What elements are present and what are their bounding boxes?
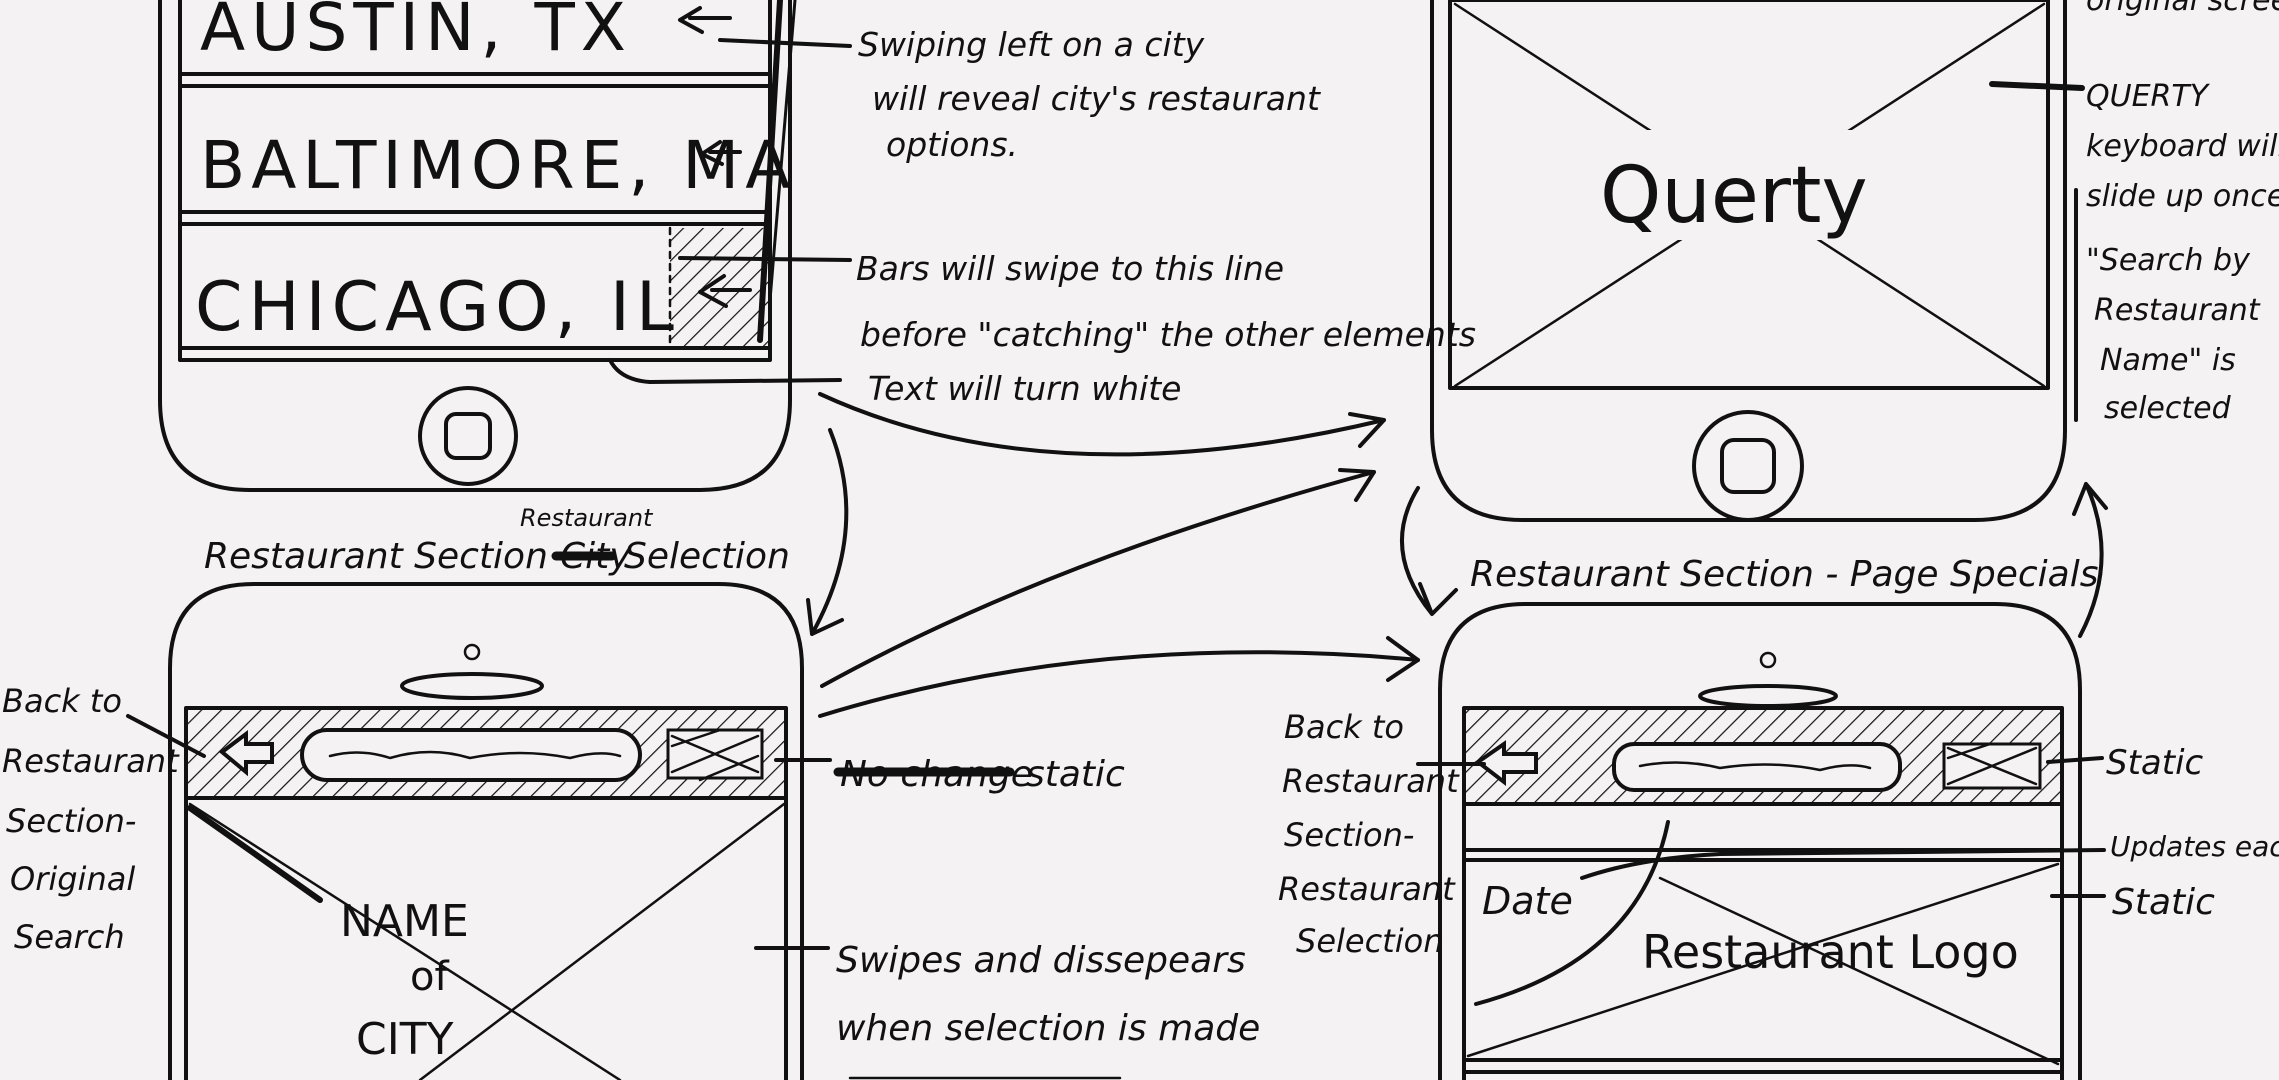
annotation-querty-2: keyboard will [2086,129,2279,164]
swipe-zone-hatch [670,228,768,346]
annotation-back-original-2: Restaurant [2,742,180,780]
annotation-back-selection-4: Restaurant [1278,870,1456,908]
annotation-back-selection-1: Back to [1284,708,1404,746]
title-inserted-word: Restaurant [520,504,654,532]
date-label: Date [1482,879,1573,923]
name-of-city-1: NAME [340,896,469,947]
annotation-search-by-4: selected [2104,391,2232,426]
annotation-swipe-reveal-3: options. [886,125,1018,164]
annotation-search-by-2: Restaurant [2094,293,2261,328]
annotation-querty-1: QUERTY [2086,79,2211,114]
annotation-back-original-1: Back to [2,682,122,720]
annotation-back-original-4: Original [10,860,135,898]
flow-arrow [2072,482,2108,638]
flow-arrow [818,636,1420,718]
home-button-icon [418,386,518,486]
back-arrow-icon[interactable] [1474,740,1538,787]
home-button-icon [1692,410,1804,522]
name-of-city-3: CITY [356,1014,454,1065]
swipe-left-arrow-icon [698,274,752,308]
settings-icon[interactable] [666,728,764,780]
title-page-specials: Restaurant Section - Page Specials [1470,554,2098,595]
annotation-bars-swipe-1: Bars will swipe to this line [856,249,1284,288]
annotation-back-selection-3: Section- [1284,816,1414,854]
annotation-static-2: Static [2106,743,2204,783]
phone-page-specials: Restaurant Section - Page Specials Date … [1438,554,2098,1080]
title-restaurant-selection-prefix: Restaurant Section - [204,536,572,577]
annotation-back-original-5: Search [14,918,125,956]
annotation-updates-each: Updates each d [2110,830,2279,863]
annotation-static-3: Static [2112,882,2215,923]
flow-arrow [1400,486,1458,616]
annotation-bars-swipe-2: before "catching" the other elements [860,315,1476,354]
phone-city-list: AUSTIN, TX BALTIMORE, MA CHICAGO, IL [158,0,797,492]
flow-arrow [806,428,849,636]
annotation-swipe-reveal-2: will reveal city's restaurant [872,79,1321,118]
annotation-original-screen: original screen [2086,0,2279,18]
city-row-baltimore[interactable]: BALTIMORE, MA [200,127,796,204]
name-of-city-2: of [410,954,449,1000]
annotation-search-by-1: "Search by [2086,243,2251,278]
annotation-swipes-2: when selection is made [836,1008,1260,1049]
annotation-static-1: static [1026,754,1125,795]
city-row-austin[interactable]: AUSTIN, TX [200,0,632,66]
restaurant-logo-label: Restaurant Logo [1642,925,2019,979]
search-bar[interactable] [1612,742,1902,792]
flow-arrow [820,468,1376,688]
swipe-left-arrow-icon [700,140,742,166]
annotation-swipes-1: Swipes and dissepears [836,940,1246,981]
phone-keyboard: Querty [1430,0,2067,522]
keyboard-placeholder: Querty [1600,151,1868,241]
city-row-chicago[interactable]: CHICAGO, IL [195,268,680,347]
annotation-text-white: Text will turn white [868,369,1181,408]
annotation-back-original-3: Section- [6,802,136,840]
phone-restaurant-selection: Restaurant Section - City Restaurant Sel… [168,504,804,1080]
annotation-search-by-3: Name" is [2100,343,2236,378]
annotation-back-selection-2: Restaurant [1282,762,1460,800]
search-bar[interactable] [300,728,642,782]
swipe-left-arrow-icon [678,6,732,34]
annotation-querty-3: slide up once [2086,179,2279,214]
back-arrow-icon[interactable] [218,730,274,777]
title-restaurant-selection-suffix: Selection [624,536,790,577]
annotation-swipe-reveal-1: Swiping left on a city [858,25,1205,64]
flow-arrow [818,392,1386,457]
annotation-back-selection-5: Selection [1296,922,1443,960]
